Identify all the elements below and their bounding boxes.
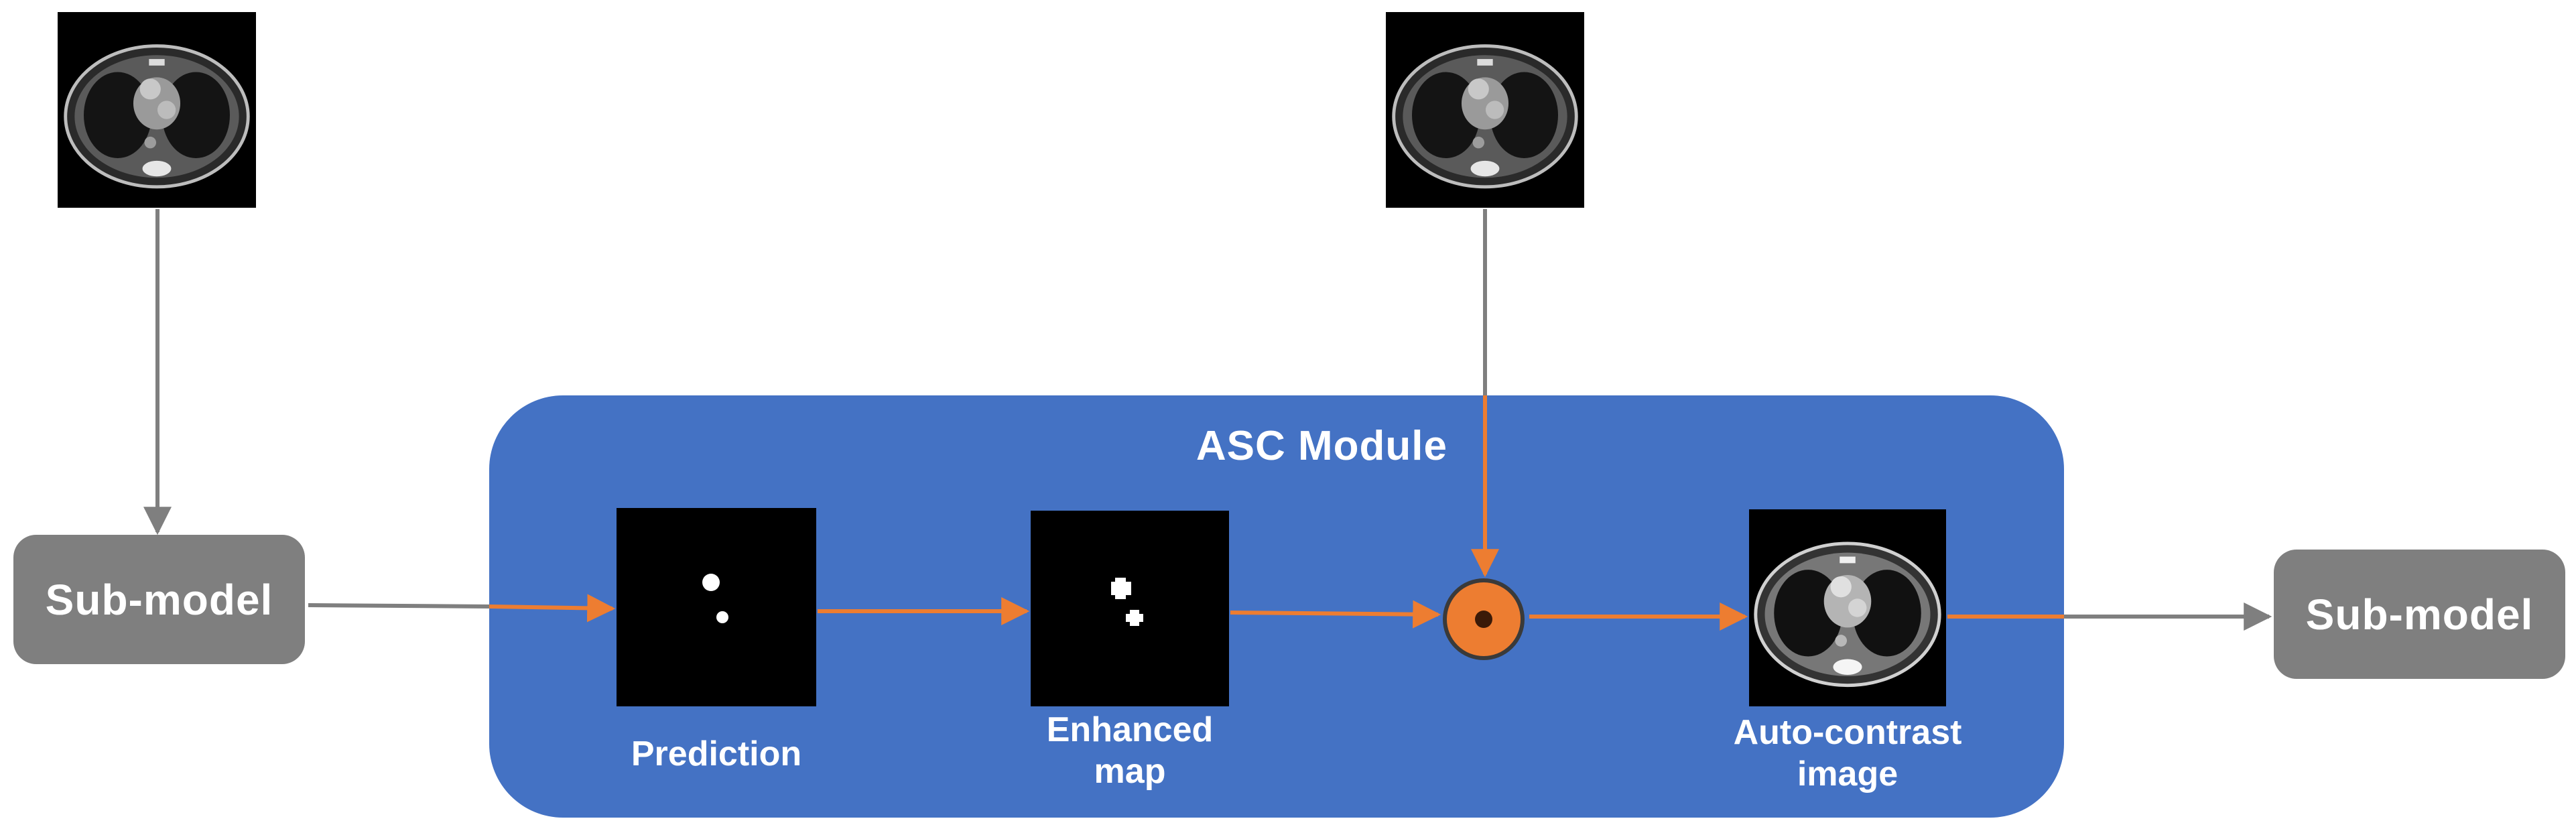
caption-prediction: Prediction bbox=[590, 733, 843, 775]
caption-prediction-text: Prediction bbox=[631, 735, 802, 773]
arrow-submodel-to-module bbox=[308, 603, 490, 609]
caption-auto-contrast: Auto-contrast image bbox=[1689, 712, 2006, 795]
input-ct-image-left bbox=[58, 12, 256, 208]
ct-scan-right-graphic bbox=[1387, 12, 1583, 208]
auto-contrast-image bbox=[1749, 509, 1946, 706]
caption-autocontrast-line2: image bbox=[1797, 755, 1898, 793]
submodel-right-box: Sub-model bbox=[2274, 550, 2565, 679]
prediction-map-graphic bbox=[702, 574, 728, 623]
prediction-map-image bbox=[617, 508, 816, 706]
submodel-left-box: Sub-model bbox=[13, 535, 305, 664]
enhanced-map-image bbox=[1031, 511, 1229, 706]
caption-enhanced-line1: Enhanced bbox=[1046, 710, 1214, 749]
ct-scan-autocontrast-graphic bbox=[1749, 509, 1946, 706]
asc-module-title: ASC Module bbox=[1196, 423, 1447, 469]
caption-enhanced-line2: map bbox=[1094, 752, 1166, 791]
enhanced-map-graphic bbox=[1111, 578, 1143, 626]
caption-enhanced-map: Enhanced map bbox=[992, 709, 1268, 792]
caption-autocontrast-line1: Auto-contrast bbox=[1733, 713, 1962, 752]
multiply-operator-icon bbox=[1443, 578, 1525, 660]
input-ct-image-right bbox=[1386, 12, 1584, 208]
ct-scan-left-graphic bbox=[59, 12, 255, 208]
circle-dot-icon bbox=[1475, 611, 1492, 628]
